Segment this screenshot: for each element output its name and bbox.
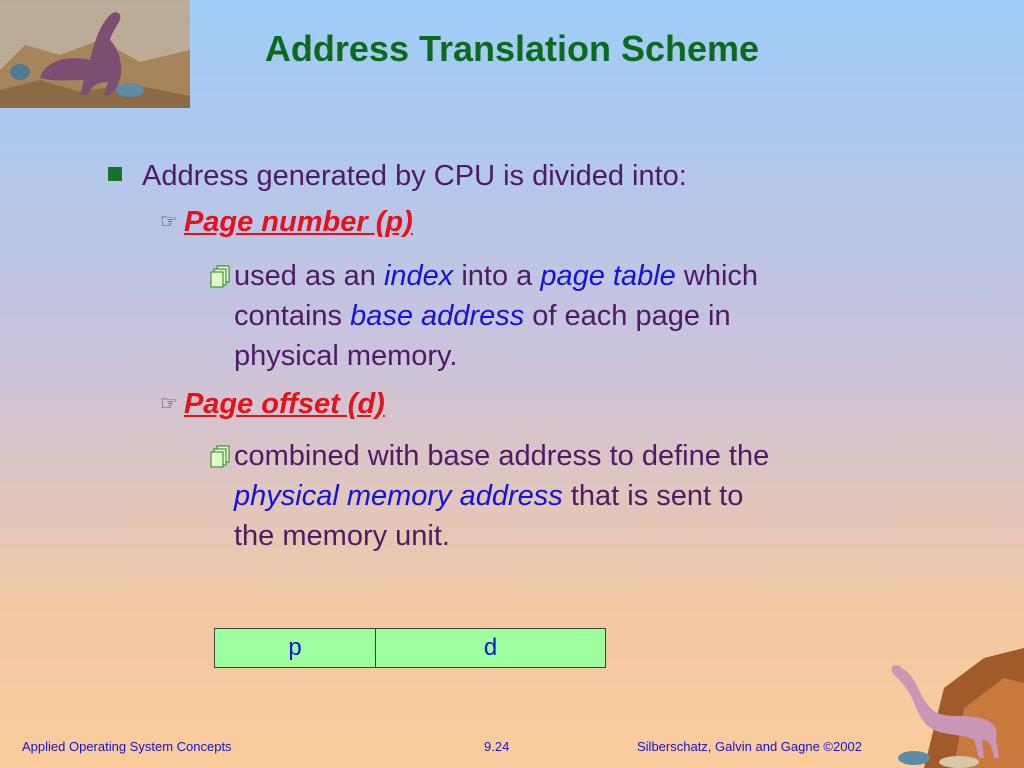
square-bullet-icon [108,167,122,181]
main-bullet: Address generated by CPU is divided into… [108,160,687,193]
physical-memory-address-term: physical memory address [234,480,563,512]
document-stack-icon [210,445,230,468]
page-table-term: page table [540,260,676,292]
footer-page-number: 9.24 [484,739,510,754]
base-address-term: base address [350,300,525,332]
footer-course-title: Applied Operating System Concepts [22,739,232,754]
address-format-table: p d [214,628,606,668]
address-cell-offset: d [483,634,498,661]
document-stack-icon [210,265,230,288]
page-title: Address Translation Scheme [264,28,760,69]
pointing-hand-icon: ☞ [160,393,178,415]
page-number-label: Page number (p) [183,206,413,238]
dinosaur-illustration-bottom [891,648,1024,768]
pointing-hand-icon: ☞ [160,211,178,233]
dinosaur-illustration-top [0,0,190,108]
page-number-heading: ☞Page number (p) [160,206,413,239]
page-offset-description: combined with base address to define the… [210,436,870,556]
page-offset-label: Page offset (d) [183,388,385,420]
page-offset-heading: ☞Page offset (d) [160,388,385,421]
address-cell-page-number: p [215,629,376,667]
main-bullet-text: Address generated by CPU is divided into… [142,160,687,192]
index-term: index [383,260,454,292]
page-number-description: used as an index into a page table which… [210,256,870,376]
footer-copyright: Silberschatz, Galvin and Gagne ©2002 [637,739,862,754]
